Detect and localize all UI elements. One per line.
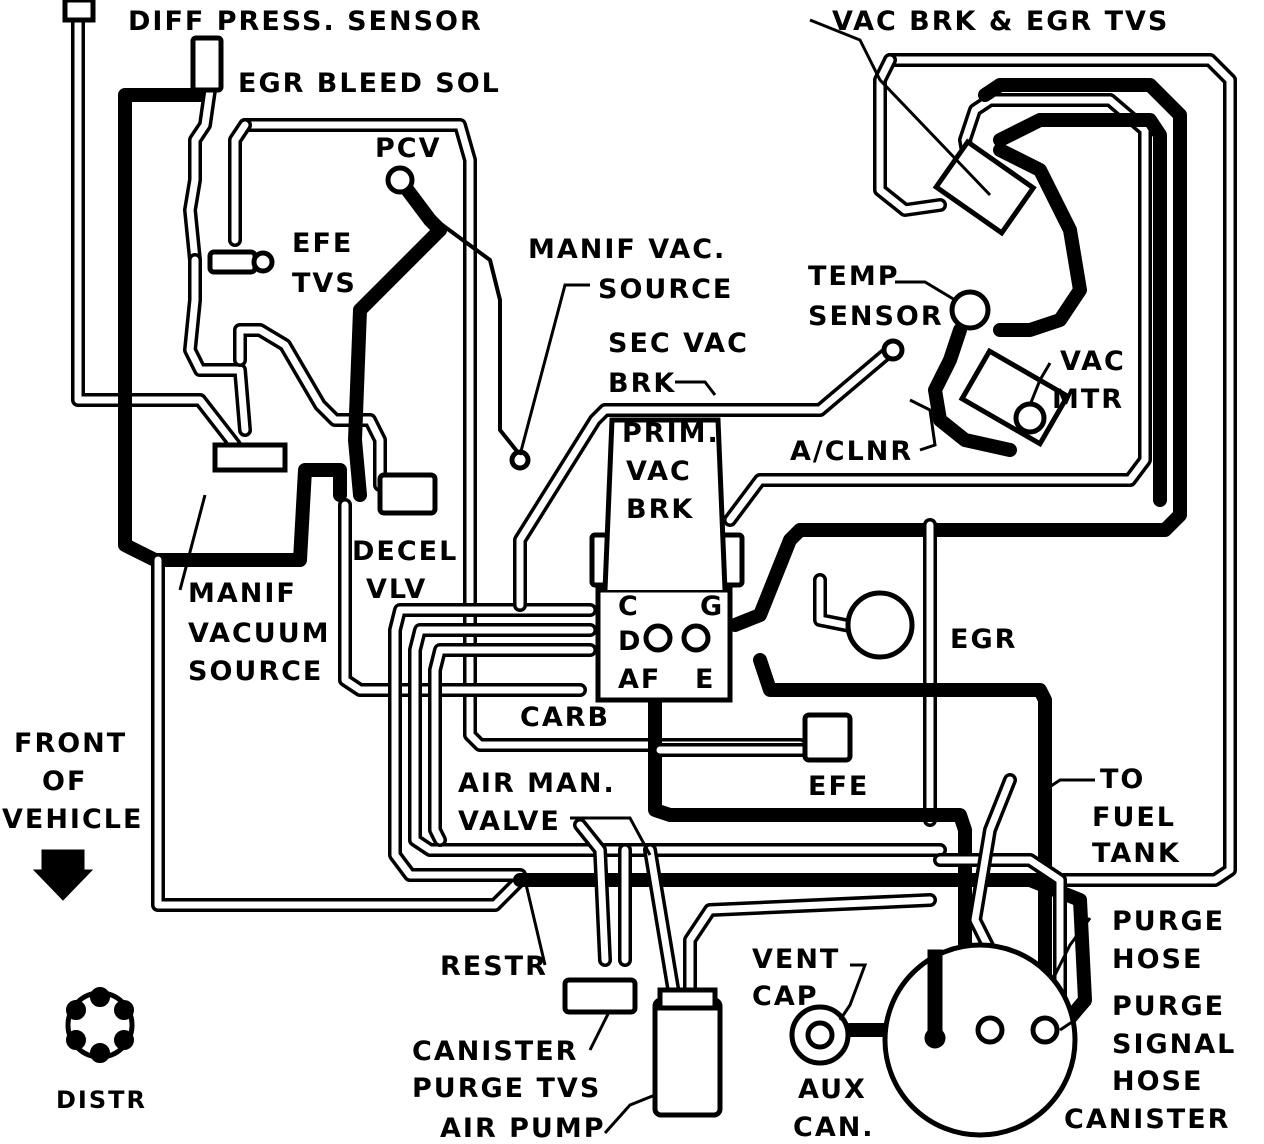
label-purge-signal-hose-2: SIGNAL xyxy=(1112,1029,1236,1060)
label-purge-hose-1: PURGE xyxy=(1112,906,1225,937)
label-egr: EGR xyxy=(950,624,1017,655)
label-canister-purge-tvs-1: CANISTER xyxy=(412,1036,578,1067)
label-vac-brk-egr-tvs: VAC BRK & EGR TVS xyxy=(832,6,1169,37)
vac-motor-port xyxy=(1013,401,1047,435)
temp-sensor xyxy=(949,289,991,331)
label-manif-vac-source-2: SOURCE xyxy=(598,274,733,305)
a-clnr-fitting xyxy=(881,338,905,362)
air-pump-top xyxy=(657,987,718,1011)
front-of-vehicle-arrow-icon xyxy=(32,849,94,901)
label-canister: CANISTER xyxy=(1064,1104,1230,1135)
egr-bleed-sol-body xyxy=(190,35,224,93)
label-carb: CARB xyxy=(520,702,610,733)
label-aux-can-2: CAN. xyxy=(793,1112,875,1143)
label-to-fuel-tank-1: TO xyxy=(1100,764,1145,795)
label-port-af: AF xyxy=(618,664,661,695)
label-decel-vlv-1: DECEL xyxy=(352,536,458,567)
label-port-e: E xyxy=(695,664,715,695)
label-vent-cap-2: CAP xyxy=(752,981,819,1012)
label-front-of-vehicle-1: FRONT xyxy=(14,728,127,759)
label-manif-vacuum-source-1: MANIF xyxy=(188,578,297,609)
label-vent-cap-1: VENT xyxy=(752,944,840,975)
label-port-d: D xyxy=(618,626,642,657)
label-front-of-vehicle-3: VEHICLE xyxy=(2,804,143,835)
labels: DIFF PRESS. SENSOR EGR BLEED SOL PCV EFE… xyxy=(2,6,1236,1144)
label-front-of-vehicle-2: OF xyxy=(42,766,87,797)
distributor-cap xyxy=(65,987,135,1063)
label-manif-vacuum-source-3: SOURCE xyxy=(188,656,323,687)
label-restr: RESTR xyxy=(440,951,548,982)
air-pump-body xyxy=(652,997,723,1118)
efe-actuator-body xyxy=(802,712,853,763)
label-port-c: C xyxy=(618,591,640,622)
label-canister-purge-tvs-2: PURGE TVS xyxy=(412,1073,601,1104)
prim-vac-brk-housing xyxy=(602,417,728,591)
canister-port-1 xyxy=(975,1015,1005,1045)
label-air-pump: AIR PUMP xyxy=(440,1113,606,1144)
label-diff-press-sensor: DIFF PRESS. SENSOR xyxy=(128,6,483,37)
label-distr: DISTR xyxy=(56,1086,147,1114)
label-manif-vacuum-source-2: VACUUM xyxy=(188,618,331,649)
label-manif-vac-source-1: MANIF VAC. xyxy=(528,234,726,265)
label-decel-vlv-2: VLV xyxy=(366,574,427,605)
label-sec-vac-brk-1: SEC VAC xyxy=(608,328,749,359)
canister-pipe-end xyxy=(924,1027,946,1049)
diff-press-sensor-body xyxy=(62,0,96,23)
canister-port-2 xyxy=(1030,1015,1060,1045)
label-a-clnr: A/CLNR xyxy=(790,436,913,467)
label-efe: EFE xyxy=(808,771,869,802)
label-purge-hose-2: HOSE xyxy=(1112,944,1203,975)
label-sec-vac-brk-2: BRK xyxy=(608,368,676,399)
leader-lines xyxy=(178,18,1095,1134)
label-pcv: PCV xyxy=(375,133,442,164)
canister-purge-tvs-body xyxy=(562,977,638,1015)
aux-canister-inner xyxy=(805,1020,835,1050)
label-port-g: G xyxy=(700,591,724,622)
carb-port-circle-1 xyxy=(643,623,673,653)
label-air-man-valve-2: VALVE xyxy=(458,806,561,837)
label-purge-signal-hose-3: HOSE xyxy=(1112,1066,1203,1097)
label-vac-mtr-2: MTR xyxy=(1052,384,1124,415)
label-efe-tvs-1: EFE xyxy=(292,228,353,259)
label-vac-mtr-1: VAC xyxy=(1060,346,1126,377)
hose-routing xyxy=(71,3,1237,1047)
label-prim-vac-brk-3: BRK xyxy=(626,494,694,525)
label-prim-vac-brk-1: PRIM. xyxy=(622,418,720,449)
efe-tvs-body xyxy=(207,249,258,275)
label-temp-sensor-1: TEMP xyxy=(808,261,900,292)
label-to-fuel-tank-2: FUEL xyxy=(1092,802,1176,833)
efe-tvs-port xyxy=(251,250,275,274)
canister-pipe xyxy=(927,949,943,1036)
label-to-fuel-tank-3: TANK xyxy=(1092,838,1181,869)
label-temp-sensor-2: SENSOR xyxy=(808,301,944,332)
decel-valve-body xyxy=(377,472,438,516)
carb-port-circle-2 xyxy=(681,623,711,653)
pcv-valve xyxy=(385,165,415,195)
label-efe-tvs-2: TVS xyxy=(292,268,357,299)
label-egr-bleed-sol: EGR BLEED SOL xyxy=(238,68,501,99)
egr-valve xyxy=(845,590,915,660)
manifold-fitting-block xyxy=(212,442,288,473)
label-purge-signal-hose-1: PURGE xyxy=(1112,991,1225,1022)
label-prim-vac-brk-2: VAC xyxy=(626,456,692,487)
label-air-man-valve-1: AIR MAN. xyxy=(458,768,616,799)
label-aux-can-1: AUX xyxy=(798,1074,867,1105)
components xyxy=(32,0,1078,1138)
